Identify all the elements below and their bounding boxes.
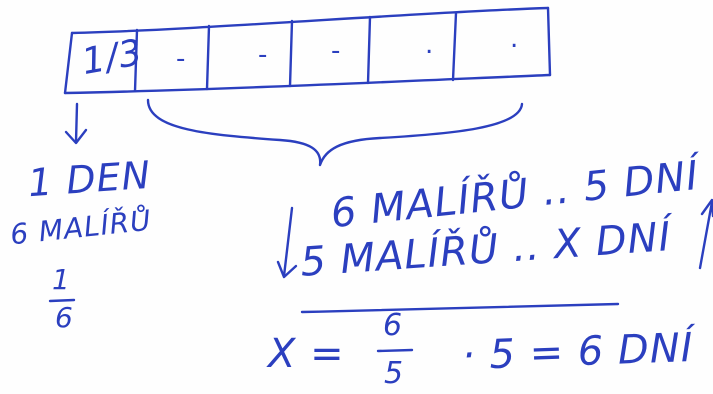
result-equation-tail: · 5 = 6 DNÍ	[461, 324, 695, 380]
first-cell-label: 1/3	[78, 32, 146, 83]
cell-mark-2: -	[176, 44, 186, 74]
result-fraction-bar	[376, 348, 414, 353]
cell-divider-4	[366, 15, 372, 85]
strip-top-edge	[70, 6, 550, 35]
one-sixth-fraction-bar	[48, 298, 76, 303]
down-arrow-mid-shaft	[282, 206, 294, 278]
proportion-underline	[300, 302, 620, 314]
cell-mark-6: .	[510, 24, 519, 54]
result-fraction-numerator: 6	[383, 308, 404, 343]
result-x-label: X =	[268, 331, 345, 377]
result-fraction-denominator: 5	[384, 356, 405, 391]
cell-divider-2	[205, 24, 211, 91]
cell-divider-5	[451, 11, 458, 82]
cell-mark-5: .	[425, 30, 434, 60]
strip-right-edge	[546, 6, 552, 77]
one-sixth-denominator: 6	[55, 301, 74, 334]
down-arrow-left-head	[64, 128, 88, 145]
cell-mark-4: -	[331, 36, 341, 66]
strip-left-edge	[63, 31, 74, 95]
down-arrow-mid-head	[276, 260, 298, 279]
one-sixth-numerator: 1	[52, 263, 71, 296]
cell-divider-3	[288, 19, 294, 88]
one-day-label: 1 DEN	[26, 152, 153, 206]
cell-divider-1	[133, 28, 139, 93]
strip-bottom-edge	[63, 73, 552, 95]
cell-mark-3: -	[258, 40, 268, 70]
up-arrow-right-shaft	[698, 200, 713, 270]
brace-under-strip	[146, 98, 524, 167]
up-arrow-right-head	[700, 198, 713, 218]
down-arrow-left-shaft	[74, 102, 79, 144]
